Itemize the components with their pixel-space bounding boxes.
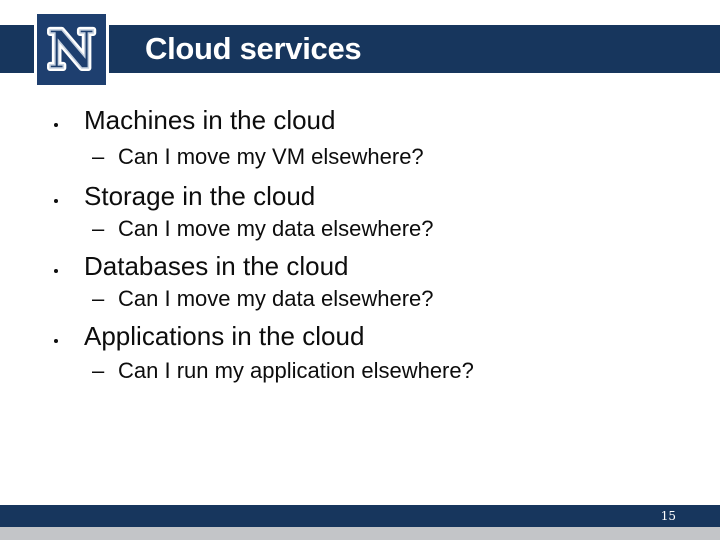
bullet-marker [54,339,58,343]
footer-bar [0,505,720,527]
bullet-marker [54,269,58,273]
bullet-text: Databases in the cloud [84,251,349,281]
sub-bullet-text: Can I move my data elsewhere? [118,286,434,311]
bullet-text: Storage in the cloud [84,181,316,211]
slide-title: Cloud services [145,31,362,66]
bullet-text: Machines in the cloud [84,105,336,135]
header-bar [0,25,720,73]
sub-bullet-dash: – [92,144,105,169]
bullet-marker [54,199,58,203]
sub-bullet-text: Can I run my application elsewhere? [118,358,474,383]
sub-bullet-dash: – [92,358,105,383]
bullet-marker [54,123,58,127]
bullet-text: Applications in the cloud [84,321,365,351]
svg-text:N: N [48,20,96,81]
sub-bullet-text: Can I move my data elsewhere? [118,216,434,241]
page-number: 15 [660,509,676,523]
sub-bullet-dash: – [92,286,105,311]
sub-bullet-dash: – [92,216,105,241]
sub-bullet-text: Can I move my VM elsewhere? [118,144,424,169]
svg-text:N: N [48,20,96,81]
university-logo: N N [34,14,109,85]
footer-gray-strip [0,527,720,540]
logo-n-icon: N N [45,17,99,84]
